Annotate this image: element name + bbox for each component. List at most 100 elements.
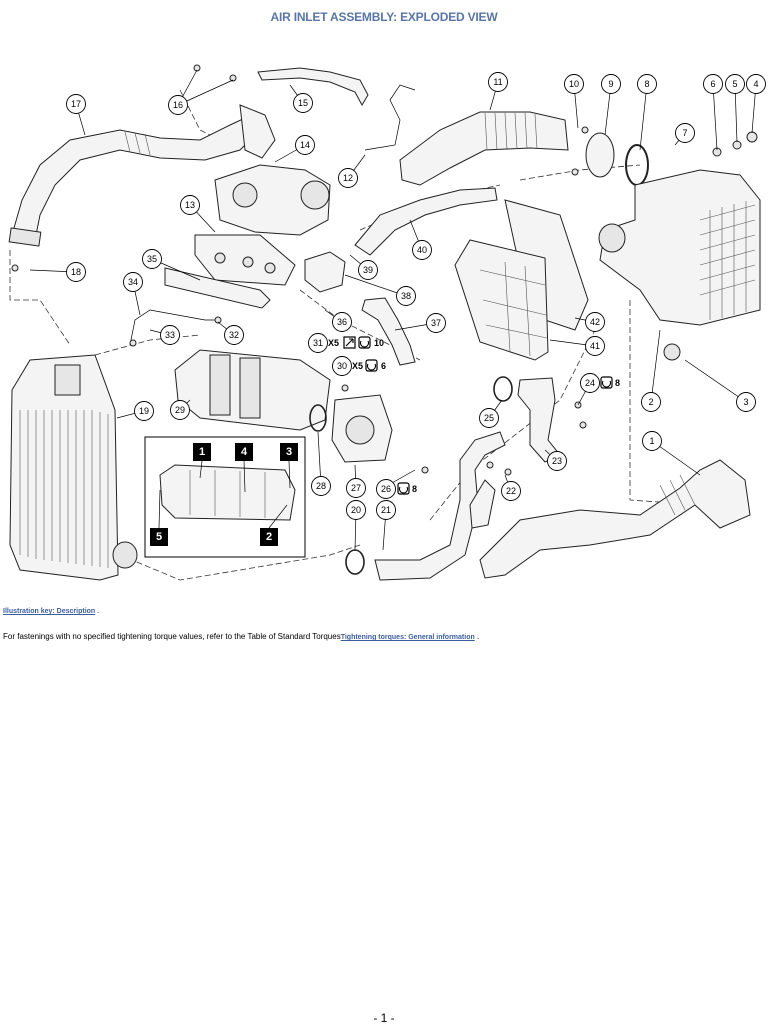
svg-text:41: 41	[590, 341, 600, 351]
svg-text:36: 36	[337, 317, 347, 327]
svg-text:20: 20	[351, 505, 361, 515]
callout-17: 17	[66, 94, 86, 114]
callout-40: 40	[412, 240, 432, 260]
part-o-ring-28	[309, 404, 327, 432]
callout-5: 5	[725, 74, 745, 94]
svg-text:5: 5	[732, 79, 737, 89]
illustration-key-link[interactable]: Illustration key: Description	[3, 608, 96, 615]
svg-text:8: 8	[412, 484, 417, 494]
part-filter-elements	[454, 199, 589, 361]
part-vacuum-pipe	[364, 84, 416, 151]
svg-text:19: 19	[139, 406, 149, 416]
svg-text:38: 38	[401, 291, 411, 301]
svg-text:12: 12	[343, 173, 353, 183]
svg-text:21: 21	[381, 505, 391, 515]
part-small-pipe	[129, 309, 215, 346]
part-gasket	[194, 234, 296, 286]
inset-label-2: 2	[260, 528, 278, 546]
svg-text:31: 31	[313, 338, 323, 348]
svg-text:2: 2	[266, 531, 272, 543]
callout-35: 35	[142, 249, 162, 269]
page-number: - 1 -	[373, 1011, 395, 1025]
part-turbocharger	[214, 104, 331, 236]
svg-text:1: 1	[199, 446, 205, 458]
svg-text:13: 13	[185, 200, 195, 210]
part-grommet	[663, 343, 681, 361]
callout-7: 7	[675, 123, 695, 143]
callout-24: 24	[580, 373, 600, 393]
svg-text:40: 40	[417, 245, 427, 255]
torque-note: For fastenings with no specified tighten…	[3, 632, 479, 641]
callout-27: 27	[346, 478, 366, 498]
part-o-ring-20	[345, 549, 365, 575]
torque-spec-30: X5 6	[352, 359, 386, 372]
torque-wrench-icon	[601, 380, 612, 388]
callout-38: 38	[396, 286, 416, 306]
svg-text:29: 29	[175, 405, 185, 415]
part-lower-hose	[374, 431, 506, 581]
callout-28: 28	[311, 476, 331, 496]
callout-22: 22	[501, 481, 521, 501]
torque-spec-24: 8	[600, 376, 620, 389]
inset-box	[144, 436, 306, 558]
callout-12: 12	[338, 168, 358, 188]
svg-text:3: 3	[743, 397, 748, 407]
callout-25: 25	[479, 408, 499, 428]
part-flow-meter-rings	[585, 132, 649, 186]
part-intercooler	[9, 354, 138, 581]
svg-text:9: 9	[608, 79, 613, 89]
svg-text:15: 15	[298, 98, 308, 108]
svg-text:10: 10	[374, 338, 384, 348]
svg-text:8: 8	[615, 378, 620, 388]
svg-text:26: 26	[381, 484, 391, 494]
part-hose-1	[479, 459, 751, 579]
callout-20: 20	[346, 500, 366, 520]
svg-text:4: 4	[753, 79, 758, 89]
svg-text:39: 39	[363, 265, 373, 275]
svg-text:14: 14	[300, 140, 310, 150]
callout-32: 32	[224, 325, 244, 345]
svg-text:18: 18	[71, 267, 81, 277]
callout-29: 29	[170, 400, 190, 420]
svg-text:25: 25	[484, 413, 494, 423]
callout-18: 18	[66, 262, 86, 282]
exploded-view-diagram: 1 2 3 4 5 6 7 8 9 10 11 12 13 14 15 16 1…	[8, 64, 766, 581]
callout-8: 8	[637, 74, 657, 94]
callout-23: 23	[547, 451, 567, 471]
svg-text:6: 6	[710, 79, 715, 89]
callout-31: 31	[308, 333, 328, 353]
callout-26: 26	[376, 479, 396, 499]
torque-note-text: For fastenings with no specified tighten…	[3, 632, 341, 641]
callout-14: 14	[295, 135, 315, 155]
svg-text:35: 35	[147, 254, 157, 264]
inset-label-5: 5	[150, 528, 168, 546]
page-title: AIR INLET ASSEMBLY: EXPLODED VIEW	[270, 10, 498, 24]
svg-text:1: 1	[649, 436, 654, 446]
callout-37: 37	[426, 313, 446, 333]
svg-text:37: 37	[431, 318, 441, 328]
callout-19: 19	[134, 401, 154, 421]
svg-text:28: 28	[316, 481, 326, 491]
inset-label-1: 1	[193, 443, 211, 461]
callout-13: 13	[180, 195, 200, 215]
tightening-torques-link[interactable]: Tightening torques: General information	[340, 634, 475, 641]
svg-text:22: 22	[506, 486, 516, 496]
svg-text:16: 16	[173, 100, 183, 110]
part-o-ring-25	[493, 376, 513, 402]
callout-30: 30	[332, 356, 352, 376]
svg-text:X5: X5	[352, 361, 363, 371]
callout-4: 4	[746, 74, 766, 94]
svg-text:3: 3	[286, 446, 292, 458]
callout-11: 11	[488, 72, 508, 92]
torque-wrench-icon	[366, 363, 377, 371]
part-throttle-body	[331, 394, 393, 463]
callout-39: 39	[358, 260, 378, 280]
callout-42: 42	[585, 312, 605, 332]
svg-text:33: 33	[165, 330, 175, 340]
svg-text:34: 34	[128, 277, 138, 287]
svg-text:4: 4	[241, 446, 248, 458]
torque-spec-31: X5 10	[328, 336, 384, 349]
svg-text:24: 24	[585, 378, 595, 388]
torque-spec-26: 8	[397, 482, 417, 495]
part-valve	[304, 251, 346, 293]
